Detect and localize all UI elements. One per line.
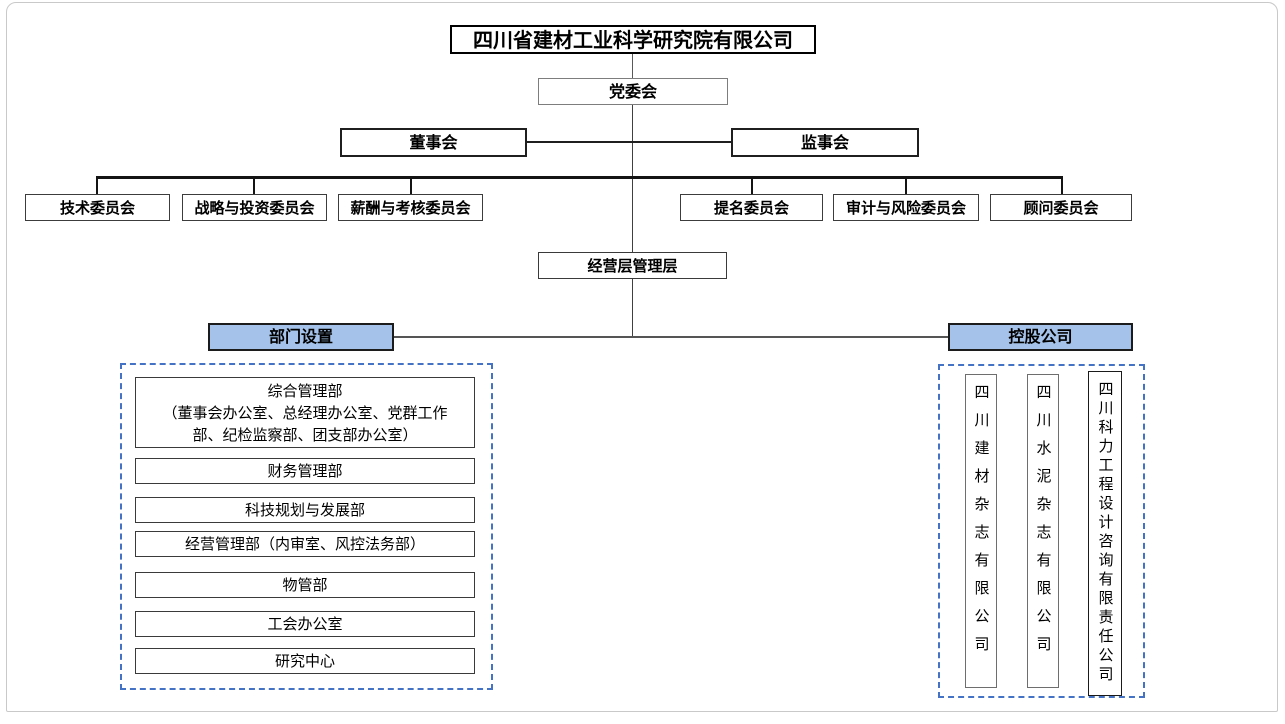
connector-drop-committee-2 (253, 179, 255, 194)
committee-box-nomination: 提名委员会 (680, 194, 823, 221)
committee-box-technical: 技术委员会 (25, 194, 170, 221)
connector-drop-committee-3 (410, 179, 412, 194)
department-box-finance: 财务管理部 (135, 458, 475, 484)
supervisory-board-box: 监事会 (731, 128, 919, 157)
department-box-union-office: 工会办公室 (135, 611, 475, 637)
holdings-group-outline (938, 364, 1145, 698)
departments-header-box: 部门设置 (208, 323, 394, 351)
management-box: 经营层管理层 (538, 252, 727, 279)
connector-sections-horizontal (394, 336, 948, 338)
party-committee-box: 党委会 (538, 78, 728, 105)
department-detail: （董事会办公室、总经理办公室、党群工作 部、纪检监察部、团支部办公室） (162, 403, 448, 444)
connector-title-to-party (632, 54, 633, 78)
department-box-research-center: 研究中心 (135, 648, 475, 674)
department-box-general-admin: 综合管理部 （董事会办公室、总经理办公室、党群工作 部、纪检监察部、团支部办公室… (135, 377, 475, 448)
holding-company-box-cement-magazine: 四川水泥杂志有限公司 (1027, 374, 1059, 688)
holdings-header-box: 控股公司 (948, 323, 1133, 351)
department-box-tech-planning: 科技规划与发展部 (135, 497, 475, 523)
connector-drop-committee-1 (96, 179, 98, 194)
connector-drop-committee-4 (751, 179, 753, 194)
holding-company-name: 四川水泥杂志有限公司 (1034, 384, 1053, 664)
connector-management-to-sections (632, 279, 633, 337)
department-box-property: 物管部 (135, 572, 475, 598)
connector-board-supervisory (527, 141, 731, 143)
departments-group-outline (120, 363, 493, 690)
committee-box-advisory: 顾问委员会 (990, 194, 1132, 221)
committee-box-strategy-investment: 战略与投资委员会 (182, 194, 327, 221)
board-of-directors-box: 董事会 (340, 128, 527, 157)
holding-company-box-keli-engineering: 四川科力工程设计咨询有限责任公司 (1088, 371, 1122, 696)
connector-drop-committee-6 (1061, 179, 1063, 194)
holding-company-name: 四川科力工程设计咨询有限责任公司 (1096, 381, 1115, 685)
connector-committee-spine (96, 176, 1063, 179)
committee-box-remuneration-appraisal: 薪酬与考核委员会 (338, 194, 483, 221)
holding-company-name: 四川建材杂志有限公司 (972, 384, 991, 664)
department-box-operations: 经营管理部（内审室、风控法务部） (135, 531, 475, 557)
committee-box-audit-risk: 审计与风险委员会 (833, 194, 979, 221)
org-root-box: 四川省建材工业科学研究院有限公司 (450, 25, 816, 54)
connector-drop-committee-5 (905, 179, 907, 194)
department-name: 综合管理部 (267, 381, 343, 400)
holding-company-box-building-materials-magazine: 四川建材杂志有限公司 (965, 374, 997, 688)
